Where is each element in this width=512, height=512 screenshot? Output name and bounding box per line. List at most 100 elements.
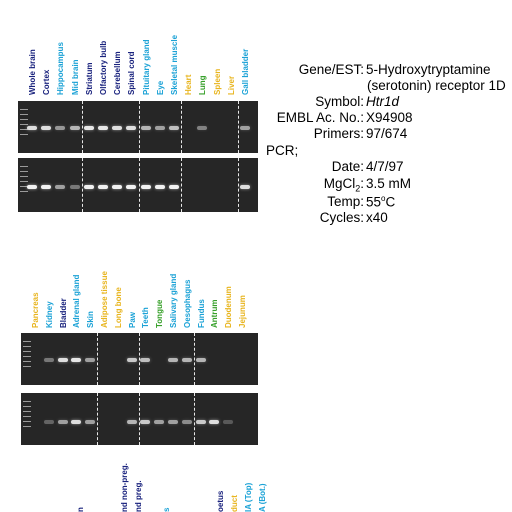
- panel2-bottom-band: [154, 420, 165, 424]
- gel-panel1-bottom: [18, 158, 258, 212]
- panel1-top-band: [112, 126, 123, 130]
- mgcl-key: MgCl2:: [323, 176, 364, 194]
- panel1-top-ladder-mark: [20, 114, 28, 115]
- temp-key: Temp:: [327, 194, 364, 209]
- panel2-top-ladder-mark: [23, 356, 31, 357]
- panel2-bottom-band: [85, 420, 96, 424]
- panel2-top-ladder-mark: [23, 351, 31, 352]
- panel2-top-band: [71, 358, 82, 362]
- embl-value: X94908: [366, 110, 413, 125]
- gel-panel2-bottom: [21, 393, 258, 445]
- panel2-bottom-band: [43, 420, 54, 424]
- panel2-top-ladder-mark: [23, 341, 31, 342]
- panel1-bottom-band: [240, 185, 250, 189]
- panel2-top-band: [126, 358, 137, 362]
- panel1-bottom-ladder-mark: [20, 171, 28, 172]
- gene-value-line1: 5-Hydroxytryptamine: [366, 62, 491, 77]
- panel2-top-lane-divider: [193, 333, 195, 385]
- panel1-bottom-ladder-mark: [20, 181, 28, 182]
- panel2-bottom-lane-divider: [138, 393, 140, 445]
- panel1-top-lane-divider: [181, 101, 183, 153]
- panel1-top-lane-divider: [237, 101, 239, 153]
- symbol-key: Symbol:: [315, 94, 364, 109]
- panel2-bottom-lane-divider: [97, 393, 99, 445]
- panel1-top-ladder-mark: [20, 134, 28, 135]
- panel1-bottom-band: [112, 185, 123, 189]
- panel2-bottom-ladder-mark: [23, 406, 31, 407]
- embl-key: EMBL Ac. No.:: [276, 110, 364, 125]
- panel1-top-band: [41, 126, 52, 130]
- panel2-bottom-ladder-mark: [23, 421, 31, 422]
- panel2-bottom-band: [71, 420, 82, 424]
- panel1-top-band: [55, 126, 66, 130]
- primers-key: Primers:: [313, 126, 364, 141]
- panel1-bottom-band: [83, 185, 94, 189]
- panel2-top-ladder-mark: [23, 366, 31, 367]
- panel1-bottom-lane-divider: [138, 158, 140, 212]
- panel2-bottom-band: [168, 420, 178, 424]
- panel1-bottom-band: [126, 185, 137, 189]
- panel1-top-band: [69, 126, 80, 130]
- panel1-top-lane-divider: [81, 101, 83, 153]
- panel2-top-band: [168, 358, 178, 362]
- panel2-top-lane-divider: [97, 333, 99, 385]
- panel1-bottom-ladder-mark: [20, 191, 28, 192]
- panel2-bottom-band: [57, 420, 68, 424]
- panel2-top-band: [85, 358, 96, 362]
- panel1-bottom-band: [69, 185, 80, 189]
- date-value: 4/7/97: [366, 159, 404, 174]
- panel1-top-band: [197, 126, 208, 130]
- panel1-top-ladder-mark: [20, 129, 28, 130]
- panel2-top-lane-divider: [138, 333, 140, 385]
- panel1-top-band: [240, 126, 250, 130]
- gel-panel2-top: [21, 333, 258, 385]
- panel1-top-band: [154, 126, 165, 130]
- pcr-label: PCR;: [266, 143, 299, 158]
- panel2-top-band: [57, 358, 68, 362]
- panel2-bottom-band: [195, 420, 206, 424]
- panel1-top-band: [27, 126, 37, 130]
- panel1-bottom-lane-divider: [181, 158, 183, 212]
- date-key: Date:: [331, 159, 364, 174]
- panel2-bottom-band: [140, 420, 151, 424]
- cycles-value: x40: [366, 210, 388, 225]
- panel1-top-band: [169, 126, 179, 130]
- panel1-bottom-band: [98, 185, 108, 189]
- gene-value-line2: (serotonin) receptor 1D: [367, 78, 506, 93]
- panel1-top-band: [126, 126, 137, 130]
- panel1-top-band: [140, 126, 151, 130]
- panel2-top-band: [181, 358, 192, 362]
- panel1-bottom-band: [41, 185, 52, 189]
- panel1-bottom-band: [140, 185, 151, 189]
- panel1-top-ladder-mark: [20, 109, 28, 110]
- panel1-bottom-ladder-mark: [20, 186, 28, 187]
- panel2-bottom-ladder-mark: [23, 416, 31, 417]
- panel1-bottom-lane-divider: [237, 158, 239, 212]
- gel-panel1-top: [18, 101, 258, 153]
- panel1-bottom-ladder-mark: [20, 176, 28, 177]
- primers-value: 97/674: [366, 126, 408, 141]
- panel1-bottom-lane-divider: [81, 158, 83, 212]
- panel1-top-band: [98, 126, 108, 130]
- panel1-top-ladder-mark: [20, 124, 28, 125]
- panel2-bottom-lane-divider: [193, 393, 195, 445]
- panel2-top-ladder-mark: [23, 346, 31, 347]
- panel1-top-lane-divider: [138, 101, 140, 153]
- panel2-bottom-ladder-mark: [23, 401, 31, 402]
- panel1-bottom-band: [169, 185, 179, 189]
- panel2-top-ladder-mark: [23, 361, 31, 362]
- panel1-bottom-band: [154, 185, 165, 189]
- panel2-top-band: [195, 358, 206, 362]
- panel2-bottom-ladder-mark: [23, 426, 31, 427]
- mgcl-value: 3.5 mM: [366, 176, 412, 191]
- panel2-bottom-band: [181, 420, 192, 424]
- panel1-bottom-band: [55, 185, 66, 189]
- panel2-bottom-band: [126, 420, 137, 424]
- gene-key: Gene/EST:: [298, 62, 364, 77]
- cycles-key: Cycles:: [319, 210, 364, 225]
- panel2-bottom-band: [223, 420, 234, 424]
- panel1-bottom-band: [27, 185, 37, 189]
- panel2-bottom-band: [209, 420, 220, 424]
- panel2-bottom-ladder-mark: [23, 411, 31, 412]
